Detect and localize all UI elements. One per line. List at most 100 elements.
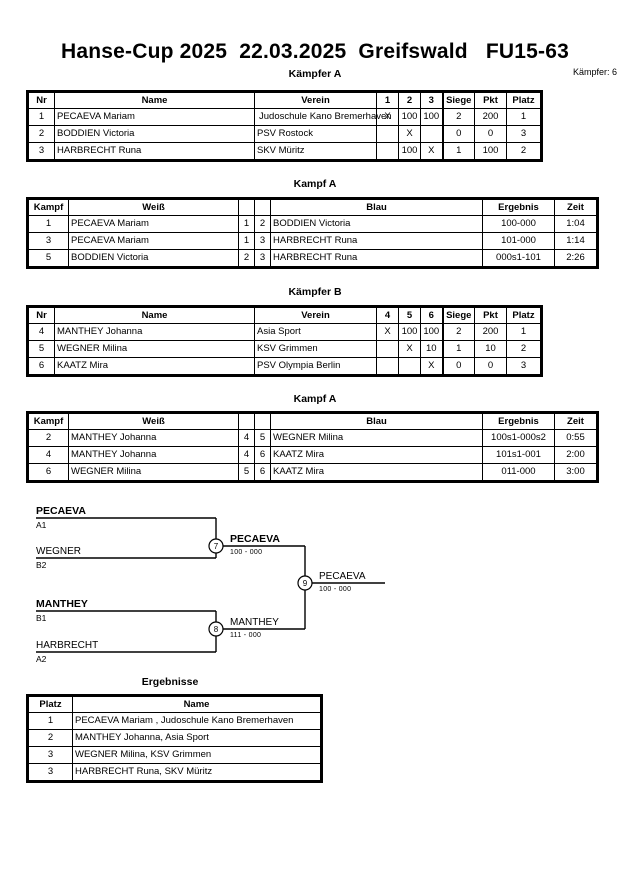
col-vs-4: 4 — [376, 307, 399, 324]
cell-nr-weiss: 2 — [238, 249, 255, 267]
table-row: 6 KAATZ Mira PSV Olympia Berlin X 0 0 3 — [28, 357, 541, 375]
col-name: Name — [72, 696, 321, 713]
table-row: 5 BODDIEN Victoria 2 3 HARBRECHT Runa 00… — [28, 249, 597, 267]
cell-vs: X — [420, 142, 443, 160]
col-verein: Verein — [254, 92, 377, 109]
match-a2-table-frame: Kampf Weiß Blau Ergebnis Zeit 2 MANTHEY … — [26, 411, 599, 488]
col-vs-6: 6 — [420, 307, 443, 324]
bracket-node-number: 8 — [214, 625, 219, 634]
col-vs-5: 5 — [398, 307, 421, 324]
pool-a-table: Nr Name Verein 1 2 3 Siege Pkt Platz 1 P… — [28, 92, 541, 160]
cell-name: HARBRECHT Runa, SKV Müritz — [72, 763, 321, 781]
cell-platz: 1 — [506, 108, 541, 126]
table-header-row: Platz Name — [28, 696, 321, 713]
bracket-final-score: 100 - 000 — [319, 586, 351, 593]
cell-blau: WEGNER Milina — [270, 429, 483, 447]
cell-name: BODDIEN Victoria — [54, 125, 255, 143]
table-row: 3 PECAEVA Mariam 1 3 HARBRECHT Runa 101-… — [28, 232, 597, 250]
cell-nr: 2 — [28, 125, 55, 143]
cell-kampf: 3 — [28, 232, 69, 250]
cell-vs — [420, 125, 443, 143]
cell-nr-blau: 3 — [254, 232, 271, 250]
cell-nr-blau: 6 — [254, 446, 271, 464]
col-kampf: Kampf — [28, 199, 69, 216]
match-a1-table: Kampf Weiß Blau Ergebnis Zeit 1 PECAEVA … — [28, 199, 597, 267]
bracket-node-number: 7 — [214, 542, 219, 551]
cell-zeit: 2:26 — [554, 249, 597, 267]
table-row: 3 WEGNER Milina, KSV Grimmen — [28, 746, 321, 764]
bracket-entrant-name: WEGNER — [36, 546, 81, 557]
table-header-row: Nr Name Verein 4 5 6 Siege Pkt Platz — [28, 307, 541, 324]
table-row: 2 MANTHEY Johanna 4 5 WEGNER Milina 100s… — [28, 429, 597, 447]
cell-nr: 1 — [28, 108, 55, 126]
col-platz: Platz — [506, 307, 541, 324]
cell-vs — [376, 357, 399, 375]
col-platz: Platz — [28, 696, 73, 713]
cell-zeit: 1:14 — [554, 232, 597, 250]
table-header-row: Kampf Weiß Blau Ergebnis Zeit — [28, 413, 597, 430]
cell-vs: 100 — [398, 323, 421, 341]
cell-pkt: 10 — [474, 340, 507, 358]
table-row: 1 PECAEVA Mariam Judoschule Kano Bremerh… — [28, 108, 541, 126]
cell-siege: 1 — [441, 340, 475, 358]
cell-nr-weiss: 5 — [238, 463, 255, 481]
bracket-node-winner: MANTHEY — [230, 617, 279, 628]
bracket-node-score: 100 - 000 — [230, 549, 262, 556]
cell-vs: 100 — [398, 108, 421, 126]
table-row: 3 HARBRECHT Runa SKV Müritz 100 X 1 100 … — [28, 142, 541, 160]
col-ergebnis: Ergebnis — [482, 413, 555, 430]
cell-weiss: PECAEVA Mariam — [68, 215, 239, 233]
bracket-node-winner: PECAEVA — [230, 533, 280, 545]
col-ergebnis: Ergebnis — [482, 199, 555, 216]
col-name: Name — [54, 92, 255, 109]
cell-vs: X — [398, 125, 421, 143]
cell-vs — [376, 142, 399, 160]
col-blau: Blau — [270, 413, 483, 430]
cell-name: PECAEVA Mariam , Judoschule Kano Bremerh… — [72, 712, 321, 730]
col-pkt: Pkt — [474, 307, 507, 324]
col-verein: Verein — [254, 307, 377, 324]
col-kampf: Kampf — [28, 413, 69, 430]
cell-siege: 0 — [441, 357, 475, 375]
table-row: 6 WEGNER Milina 5 6 KAATZ Mira 011-000 3… — [28, 463, 597, 481]
cell-verein: SKV Müritz — [254, 142, 377, 160]
cell-platz: 2 — [506, 142, 541, 160]
cell-zeit: 3:00 — [554, 463, 597, 481]
cell-vs — [398, 357, 421, 375]
cell-ergebnis: 101s1-001 — [482, 446, 555, 464]
bracket-final-winner: PECAEVA — [319, 571, 366, 582]
cell-weiss: MANTHEY Johanna — [68, 429, 239, 447]
cell-nr-weiss: 4 — [238, 446, 255, 464]
cell-name: MANTHEY Johanna, Asia Sport — [72, 729, 321, 747]
cell-siege: 1 — [441, 142, 475, 160]
cell-vs — [376, 125, 399, 143]
cell-vs: X — [398, 340, 421, 358]
cell-vs: X — [420, 357, 443, 375]
cell-vs: 10 — [420, 340, 443, 358]
col-vs-1: 1 — [376, 92, 399, 109]
cell-name: HARBRECHT Runa — [54, 142, 255, 160]
bracket-node-score: 111 - 000 — [230, 632, 261, 639]
cell-vs: 100 — [420, 108, 443, 126]
bracket-entrant-name: PECAEVA — [36, 505, 86, 517]
match-a2-table: Kampf Weiß Blau Ergebnis Zeit 2 MANTHEY … — [28, 413, 597, 481]
cell-verein: PSV Rostock — [254, 125, 377, 143]
cell-nr-blau: 5 — [254, 429, 271, 447]
cell-nr: 4 — [28, 323, 55, 341]
cell-name: MANTHEY Johanna — [54, 323, 255, 341]
cell-pkt: 200 — [474, 323, 507, 341]
cell-siege: 2 — [441, 323, 475, 341]
bracket-entrant-seed: A2 — [36, 654, 47, 664]
col-vs-3: 3 — [420, 92, 443, 109]
cell-verein: Judoschule Kano Bremerhaven — [254, 108, 392, 126]
cell-platz: 3 — [28, 763, 73, 781]
bracket-entrant-name: MANTHEY — [36, 598, 88, 610]
cell-weiss: MANTHEY Johanna — [68, 446, 239, 464]
pool-a-caption: Kämpfer A — [288, 68, 342, 80]
col-zeit: Zeit — [554, 199, 597, 216]
col-blau: Blau — [270, 199, 483, 216]
col-nr-blau — [254, 199, 271, 216]
bracket-entrant-seed: A1 — [36, 520, 47, 530]
cell-zeit: 2:00 — [554, 446, 597, 464]
fighter-count-label: Kämpfer: 6 — [572, 67, 617, 77]
